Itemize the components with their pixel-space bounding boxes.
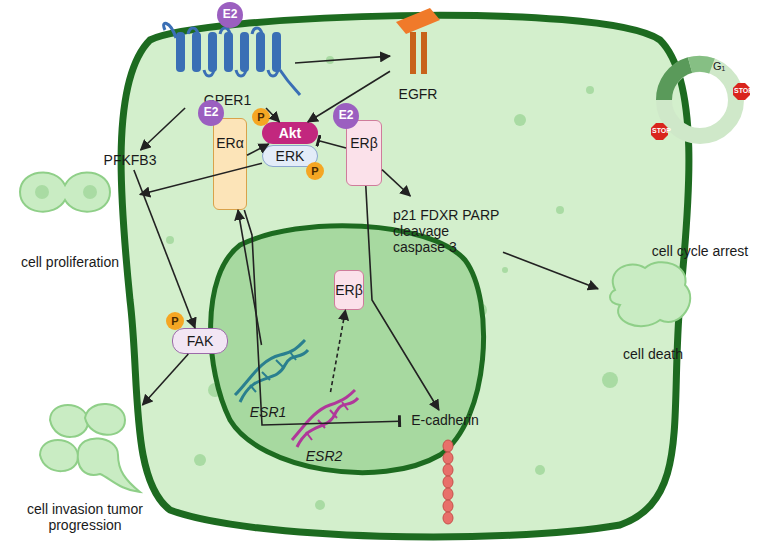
node-text: P [311,165,318,178]
inhibition-connector [244,210,400,425]
node-text: P [257,111,264,124]
gene-label: ESR2 [285,392,363,464]
ligand-circle: E2 [198,100,224,126]
arrow-connector [366,186,439,410]
esr1-dna [235,340,308,402]
node-text: PFKFB3 [104,152,157,168]
invasion-cells [40,404,140,492]
phase-label: G₁ [713,60,725,72]
ligand-circle: E2 [333,103,359,129]
node-text: E2 [223,8,238,22]
receptor-box: ERα [213,118,247,210]
protein-label: E-cadherin [400,410,490,430]
arrow-connector [503,252,598,289]
kinase-pill: Akt [262,122,318,144]
arrow-connector [266,108,279,122]
cell-membrane [121,15,689,537]
esr2-dna [292,390,358,447]
node-text: EGFR [399,86,438,102]
vesicles [166,56,618,510]
node-text: ERβ [350,135,378,151]
node-text: E2 [339,109,354,123]
arrow-connector [140,163,262,194]
node-text: P [171,315,178,328]
receptor-box: ERβ [346,120,382,186]
outcome-label: cell invasion tumor progression [15,405,155,533]
gper1-receptor [176,32,281,72]
node-text: E2 [204,106,219,120]
arrow-connector [134,170,195,328]
arrow-connector [295,56,390,63]
gene-label: ESR1 [228,345,308,420]
phospho-circle: P [166,312,184,330]
e-cadherin-symbol [443,440,453,524]
egfr-receptor [396,8,440,74]
arrow-connector [238,210,262,345]
outcome-label: cell death [598,258,708,362]
node-text: p21 FDXR PARP cleavage caspase 3 [393,207,503,255]
arrow-connector [141,108,186,150]
arrow-connector [308,71,390,122]
node-text: ERK [276,148,305,164]
phospho-circle: P [306,162,324,180]
arrow-connector [247,144,269,155]
receptor-label: GPER1 [160,28,295,108]
node-text: cell death [623,346,683,362]
nucleus [211,226,484,473]
phospho-circle: P [252,108,270,126]
dying-cell [610,262,690,326]
node-text: cell invasion tumor progression [15,501,155,533]
node-text: ERα [216,135,244,151]
outcome-label: cell cycle arrest [625,240,775,262]
stop-sign-text: STOP [652,127,671,134]
node-text: E-cadherin [411,412,479,428]
cell-cycle-ring [651,64,750,140]
protein-label: PFKFB3 [95,150,165,170]
marker-list: p21 FDXR PARP cleavage caspase 3 [393,196,503,266]
inhibition-connector [318,141,346,149]
node-text: cell cycle arrest [652,243,748,259]
receptor-label: EGFR [390,6,446,102]
outcome-label: cell proliferation [0,155,140,270]
arrow-connector [382,170,410,196]
kinase-pill: FAK [172,328,228,354]
node-text: Akt [279,125,302,141]
receptor-box: ERβ [334,270,364,310]
node-text: ESR1 [250,404,287,420]
node-text: FAK [187,333,213,349]
ligand-circle: E2 [217,2,243,28]
node-text: cell proliferation [21,254,119,270]
stop-sign-text: STOP [734,87,753,94]
node-text: ERβ [335,282,363,298]
node-text: ESR2 [306,448,343,464]
gper1-loops [164,23,300,95]
arrow-connector [143,354,189,405]
proliferation-cells [20,172,110,211]
arrow-connector [331,310,346,392]
